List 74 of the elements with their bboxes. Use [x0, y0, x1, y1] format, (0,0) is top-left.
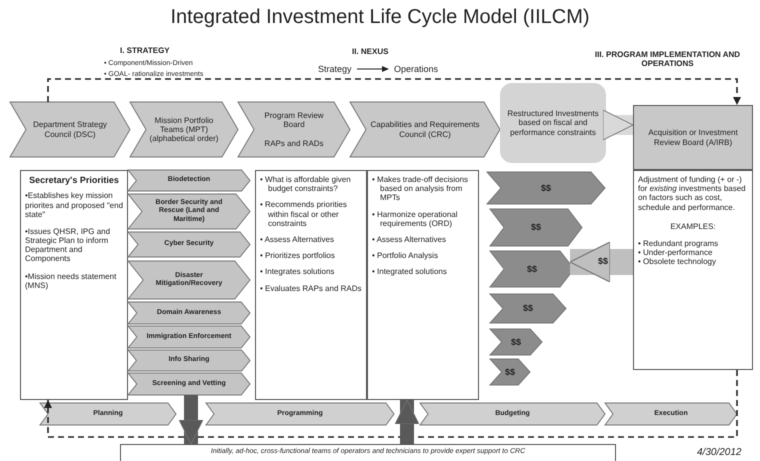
process-label: Program Review Board: [263, 110, 325, 130]
process-step: [130, 102, 238, 157]
phase-band: [206, 403, 394, 425]
board-label: Acquisition or Investment Review Board (A/IRB): [647, 128, 739, 147]
mission-band: [128, 326, 250, 348]
priority-text: •Mission needs statement (MNS): [25, 272, 118, 290]
process-label: Department Strategy Council (DSC): [32, 120, 108, 139]
panel-heading: Secretary's Priorities: [28, 175, 120, 186]
adjustment-text: Adjustment of funding (+ or -) for existing investments based on factors such as cost, schedule and performance.: [638, 175, 747, 212]
bullet-item: • Under-performance: [638, 248, 714, 258]
section-heading: I. STRATEGY: [120, 46, 170, 55]
bullet-item: • Assess Alternatives: [372, 234, 447, 244]
description-panel: [367, 170, 479, 400]
dashed-arrow: [47, 78, 741, 105]
process-step: [10, 102, 130, 157]
examples-heading: EXAMPLES:: [669, 222, 717, 231]
mission-band: [128, 302, 250, 324]
priority-text: •Establishes key mission priorites and proposed "end state": [25, 191, 123, 219]
bullet-item: • What is affordable given budget constraints?: [260, 175, 352, 194]
section-heading: III. PROGRAM IMPLEMENTATION AND OPERATIONS: [594, 50, 742, 68]
funding-label: $$: [522, 303, 533, 314]
bullet-item: • Integrates solutions: [260, 267, 336, 276]
dashed-arrow: [44, 370, 738, 438]
process-label: Restructured Investments based on fiscal and performance constraints: [506, 109, 600, 137]
arrow: [569, 241, 633, 283]
bullet-item: • Evaluates RAPs and RADs: [260, 284, 362, 293]
phase-band: [605, 403, 737, 425]
bullet-item: • Recommends priorities within fiscal or other constraints: [260, 200, 348, 228]
section-heading: II. NEXUS: [352, 47, 388, 56]
bullet-item: • Portfolio Analysis: [372, 251, 439, 260]
bullet-item: • Integrated solutions: [372, 267, 448, 276]
funding-band: [490, 209, 582, 246]
description-panel: [633, 170, 753, 370]
description-panel: [255, 170, 367, 400]
funding-band: [490, 359, 530, 385]
arrow: [394, 400, 420, 444]
funding-label: $$: [526, 264, 537, 274]
funding-band: [487, 172, 605, 204]
arrow: [602, 110, 634, 140]
funding-band: [490, 329, 542, 355]
process-step: [350, 102, 500, 157]
funding-label: $$: [530, 222, 541, 233]
process-label: Capabilities and Requirements Council (CRC): [370, 120, 480, 139]
arrow: [178, 395, 204, 444]
mission-band: [128, 232, 250, 257]
flow-label: Strategy: [318, 64, 352, 74]
mission-band: [128, 170, 250, 191]
phase-band: [420, 403, 605, 425]
priority-text: •Issues QHSR, IPG and Strategic Plan to inform Department and Components: [25, 226, 112, 264]
bullet-item: • Makes trade-off decisions based on analysis from MPTs: [372, 175, 470, 203]
date-label: 4/30/2012: [697, 447, 742, 458]
bullet-item: • Harmonize operational requirements (ORD): [372, 210, 459, 228]
diagram-title: Integrated Investment Life Cycle Model (IILCM): [169, 6, 591, 29]
edge-label: $$: [598, 256, 608, 266]
mission-band: [128, 350, 250, 371]
bullet-item: • Obsolete technology: [638, 257, 717, 266]
bullet-item: • Prioritizes portfolios: [260, 251, 336, 260]
board-box: [633, 105, 753, 170]
mission-band: [128, 194, 250, 229]
funding-label: $$: [540, 182, 551, 194]
process-box: [500, 83, 606, 163]
mission-band: [128, 373, 250, 395]
mission-band: [128, 261, 250, 299]
flow-label: Operations: [394, 64, 438, 74]
funding-label: $$: [510, 336, 521, 348]
funding-band: [490, 294, 566, 323]
priorities-panel: [20, 170, 128, 400]
phase-band: [40, 403, 176, 425]
process-label: Mission Portfolio Teams (MPT) (alphabetical order): [148, 116, 220, 144]
process-subtitle: RAPs and RADs: [264, 139, 324, 148]
funding-label: $$: [504, 366, 515, 378]
bullet-item: • Redundant programs: [638, 238, 720, 248]
bullet-item: • Assess Alternatives: [260, 234, 335, 244]
process-step: [238, 102, 350, 157]
